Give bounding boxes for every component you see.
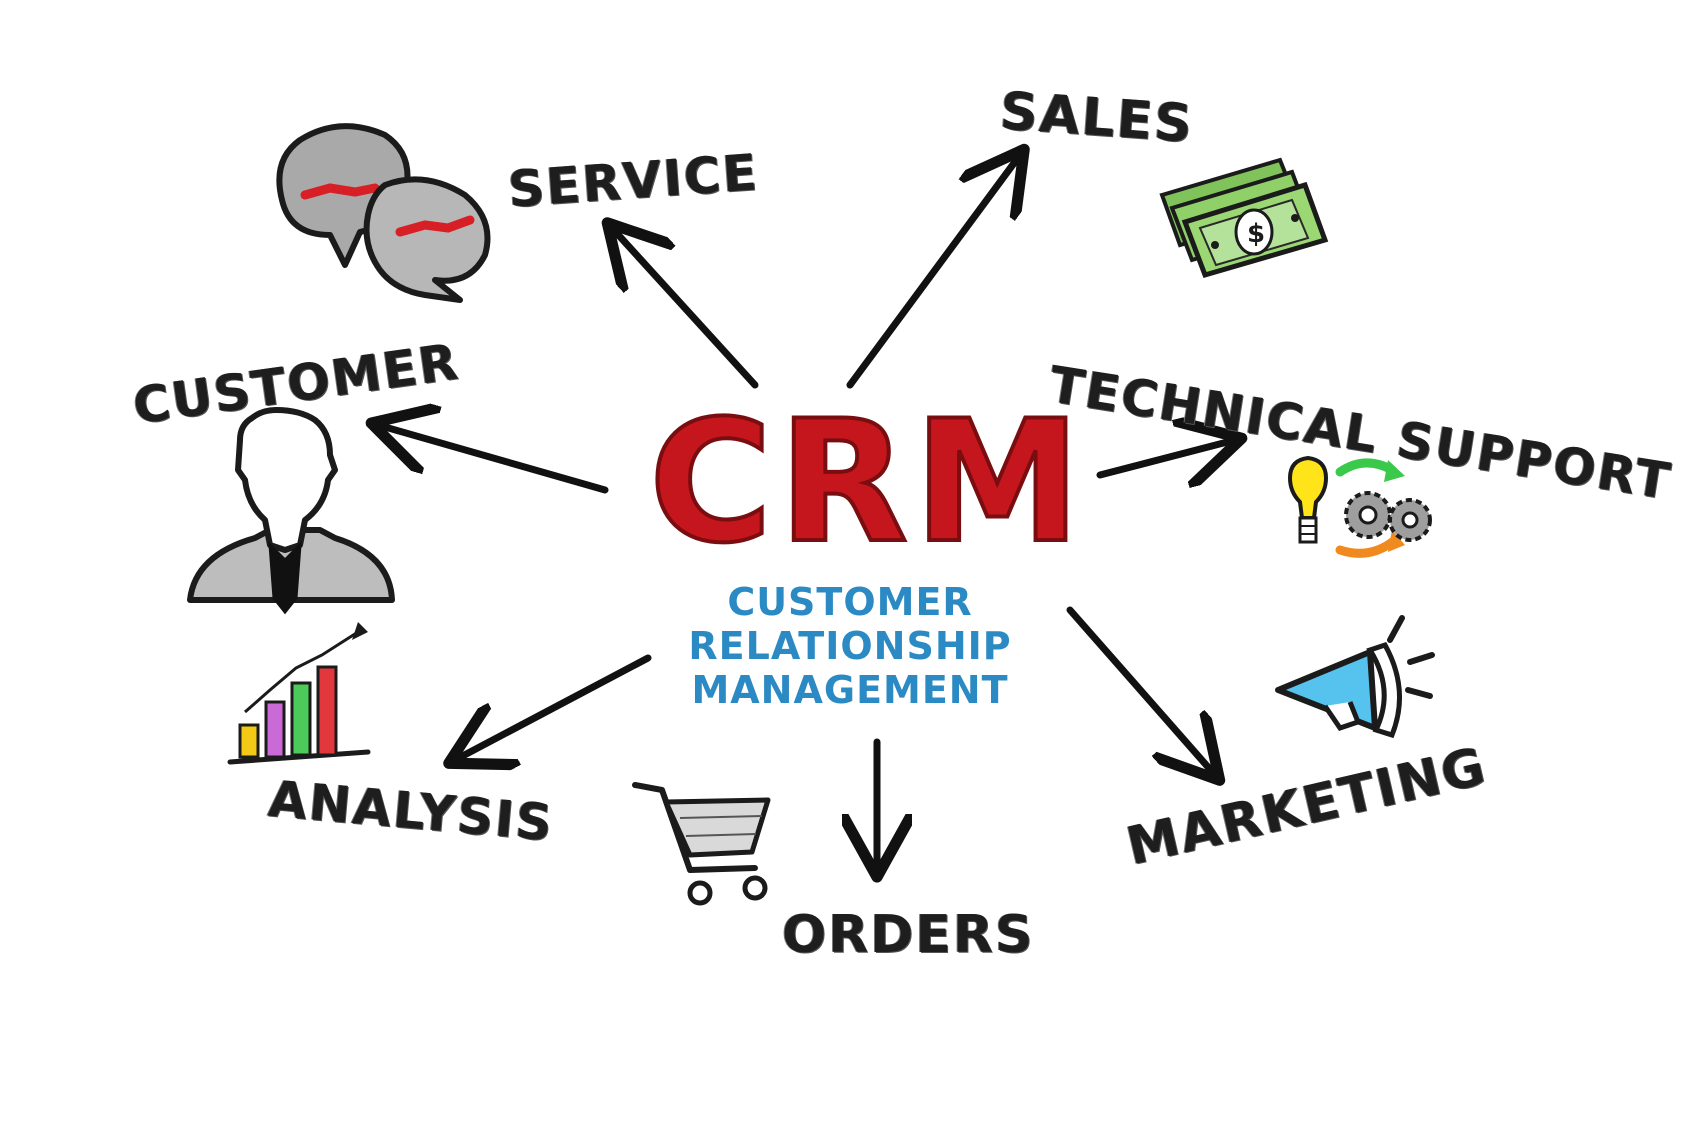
label-orders: ORDERS: [782, 905, 1035, 965]
speech-bubbles-icon: [276, 123, 491, 303]
subtitle-line-customer: CUSTOMER: [727, 580, 973, 624]
arrow-to-service: [612, 228, 759, 389]
arrow-to-customer: [378, 425, 609, 494]
money-bills-icon: $: [1159, 157, 1329, 279]
svg-text:$: $: [1247, 219, 1265, 249]
subtitle-line-relationship: RELATIONSHIP: [688, 624, 1012, 668]
arrow-to-marketing: [1066, 606, 1215, 775]
shopping-cart-icon: [632, 782, 771, 906]
lightbulb-gears-icon: [1287, 455, 1432, 558]
crm-subtitle: CUSTOMER RELATIONSHIP MANAGEMENT: [660, 580, 1040, 712]
megaphone-icon: [1275, 615, 1435, 739]
crm-title: CRM: [647, 384, 1087, 580]
arrow-to-sales: [846, 155, 1020, 389]
subtitle-line-management: MANAGEMENT: [691, 668, 1009, 712]
arrow-to-technical-support: [1096, 440, 1235, 475]
bar-chart-growth-icon: [227, 622, 371, 765]
arrow-to-analysis: [455, 654, 652, 760]
businessman-icon: [187, 407, 395, 615]
